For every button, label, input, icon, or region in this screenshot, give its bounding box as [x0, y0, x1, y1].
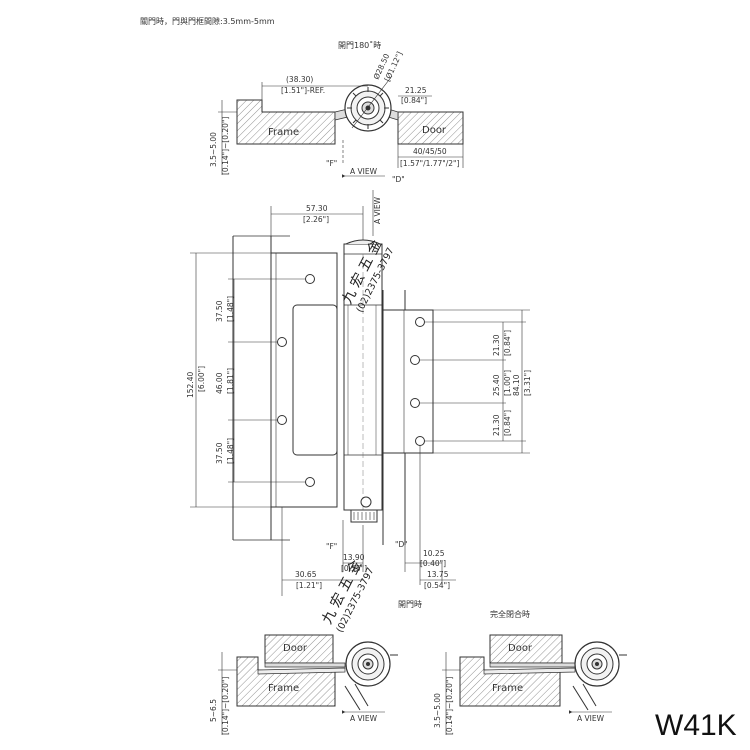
- door-screw-holes: [410, 317, 425, 446]
- screw-hole: [277, 337, 287, 347]
- watermark-lower: 九 宏 五 金 (02)2375-3797: [319, 558, 376, 635]
- width-mm: 57.30: [306, 204, 328, 213]
- left-sp2-mm: 46.00: [215, 372, 224, 394]
- right-sp2-mm: 25.40: [492, 374, 501, 396]
- d-mark-front: "D": [395, 540, 408, 549]
- screw-hole: [305, 477, 315, 487]
- right-sp3-in: [0.84"]: [503, 410, 512, 436]
- gap-in-top: [0.14"]~[0.20"]: [221, 117, 230, 175]
- door-thk-mm: 40/45/50: [413, 147, 447, 156]
- right-sp1-in: [0.84"]: [503, 330, 512, 356]
- dim-ref-in: [1.51"]-REF.: [281, 86, 325, 95]
- gap-in-br: [0.14"]~[0.20"]: [445, 677, 454, 735]
- height-in: [6.00"]: [197, 366, 206, 392]
- d-mark-top: "D": [392, 175, 405, 184]
- left-sp2-in: [1.81"]: [226, 368, 235, 394]
- top-view-open-180: 開門180˚時 Frame Door (38.30) [1: [209, 40, 464, 184]
- screw-hole: [415, 317, 425, 327]
- bot3-mm: 10.25: [423, 549, 445, 558]
- closed-caption: 完全閉合時: [490, 609, 530, 619]
- frame-screw-holes: [277, 274, 315, 487]
- screw-hole: [415, 436, 425, 446]
- door-thk-in: [1.57"/1.77"/2"]: [400, 159, 459, 168]
- front-barrel: [343, 239, 383, 523]
- gap-mm-bl: 5~6.5: [209, 699, 218, 722]
- bot3-in: [0.40"]: [420, 559, 446, 568]
- bot1-mm: 13.90: [343, 553, 365, 562]
- open-180-caption: 開門180˚時: [338, 40, 381, 50]
- bottom-left-view: 開門時 Door Frame 5~6.5 [0.14"]~[0.20"] A V…: [209, 600, 422, 735]
- right-sp3-mm: 21.30: [492, 414, 501, 436]
- door-label: Door: [422, 125, 447, 136]
- gap-mm-top: 3.5~5.00: [209, 132, 218, 167]
- width-in: [2.26"]: [303, 215, 329, 224]
- dim-right-in: [0.84"]: [401, 96, 427, 105]
- screw-hole: [277, 415, 287, 425]
- door-leaf: [382, 309, 434, 454]
- bot4-mm: 13.75: [427, 570, 449, 579]
- open-90-caption: 開門時: [398, 600, 422, 609]
- frame-label: Frame: [268, 127, 299, 138]
- f-mark-top: "F": [326, 159, 337, 168]
- a-view-bl: A VIEW: [350, 714, 378, 723]
- hinge-barrel-br: [572, 641, 627, 711]
- bottom-right-view: 完全閉合時 Door Frame 3.5~5.00 [0.14"]~[0.20"…: [433, 609, 627, 735]
- left-sp1-mm: 37.50: [215, 300, 224, 322]
- right-sp1-mm: 21.30: [492, 334, 501, 356]
- right-sp2-in: [1.00"]: [503, 370, 512, 396]
- right-total-in: [3.31"]: [523, 370, 532, 396]
- left-sp3-mm: 37.50: [215, 442, 224, 464]
- frame-leaf-plate: [292, 304, 338, 456]
- dim-ref-mm: (38.30): [286, 75, 313, 84]
- left-sp3-in: [1.48"]: [226, 438, 235, 464]
- adjust-screw: [360, 496, 372, 508]
- hinge-barrel-top: [344, 84, 392, 132]
- a-view-vertical: A VIEW: [373, 196, 382, 224]
- a-view-br: A VIEW: [577, 714, 605, 723]
- a-view-top: A VIEW: [350, 167, 378, 176]
- f-mark-front: "F": [326, 542, 337, 551]
- right-total-mm: 84.10: [512, 374, 521, 396]
- door-label-bl: Door: [283, 643, 308, 654]
- screw-hole: [410, 355, 420, 365]
- frame-label-bl: Frame: [268, 683, 299, 694]
- gap-in-bl: [0.14"]~[0.20"]: [221, 677, 230, 735]
- front-view: 57.30 [2.26"] A VIEW 152.40 [6.00"] 37.5…: [186, 190, 532, 596]
- bot1-in: [0.55"]: [341, 564, 367, 573]
- door-label-br: Door: [508, 643, 533, 654]
- dim-right-mm: 21.25: [405, 86, 427, 95]
- screw-hole: [305, 274, 315, 284]
- gap-mm-br: 3.5~5.00: [433, 693, 442, 728]
- model-number: W41K: [655, 709, 737, 742]
- bot4-in: [0.54"]: [424, 581, 450, 590]
- frame-label-br: Frame: [492, 683, 523, 694]
- top-note: 關門時，門與門框間隙:3.5mm-5mm: [140, 16, 275, 26]
- hinge-barrel-bl: [344, 641, 398, 711]
- left-sp1-in: [1.48"]: [226, 296, 235, 322]
- bot2-mm: 30.65: [295, 570, 317, 579]
- screw-hole: [410, 398, 420, 408]
- height-mm: 152.40: [186, 372, 195, 398]
- bot2-in: [1.21"]: [296, 581, 322, 590]
